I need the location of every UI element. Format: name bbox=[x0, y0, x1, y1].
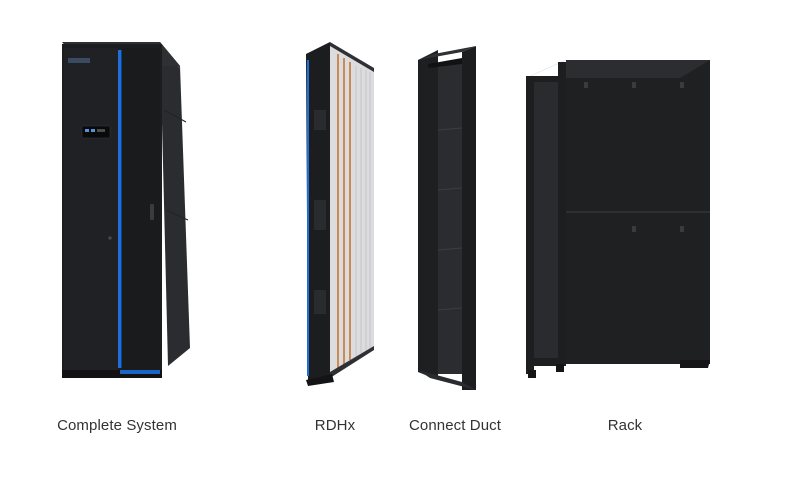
complete-system-label: Complete System bbox=[57, 417, 177, 434]
complete-system-image bbox=[52, 30, 202, 390]
rack-image bbox=[520, 30, 716, 390]
rdhx-label: RDHx bbox=[314, 417, 356, 434]
connect-duct-image bbox=[410, 30, 482, 390]
rack-label: Rack bbox=[607, 417, 643, 434]
rdhx-image bbox=[300, 30, 380, 390]
connect-duct-label: Connect Duct bbox=[408, 417, 502, 434]
